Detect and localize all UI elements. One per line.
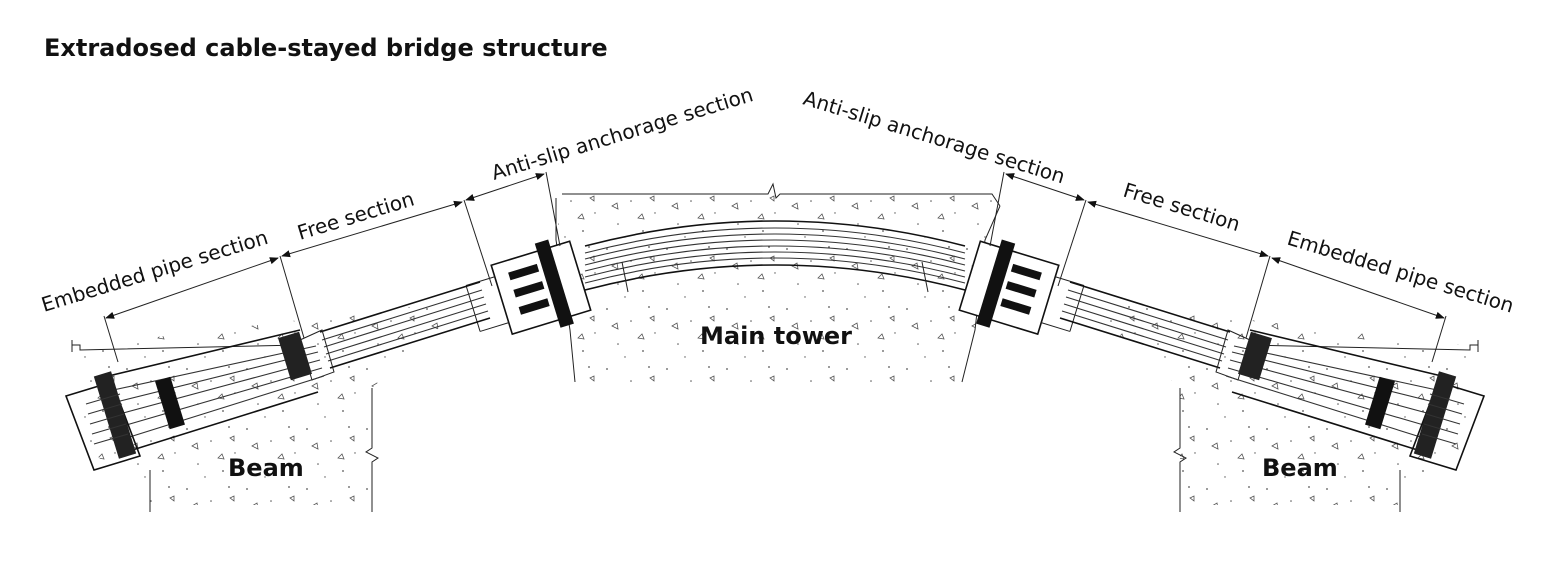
label-antislip-right: Anti-slip anchorage section [801,86,1068,189]
right-anchorage-block [958,239,1085,336]
left-dimension-lines [103,171,561,363]
label-free-right: Free section [1121,178,1244,236]
label-antislip-left: Anti-slip anchorage section [488,82,755,185]
label-free-left: Free section [294,186,417,244]
label-embedded-pipe-right: Embedded pipe section [1285,226,1517,318]
main-tower-body [556,184,1000,382]
right-dimension-lines [989,171,1447,363]
label-embedded-pipe-left: Embedded pipe section [38,225,270,317]
label-main-tower: Main tower [700,322,852,350]
label-beam-left: Beam [228,454,304,482]
label-beam-right: Beam [1262,454,1338,482]
left-beam-body [80,300,470,505]
diagram-title: Extradosed cable-stayed bridge structure [44,34,608,62]
right-beam-body [1080,300,1470,505]
saddle-strands [584,220,966,293]
right-cable [1059,281,1486,471]
left-cable [64,281,491,471]
left-anchorage-block [465,239,592,336]
